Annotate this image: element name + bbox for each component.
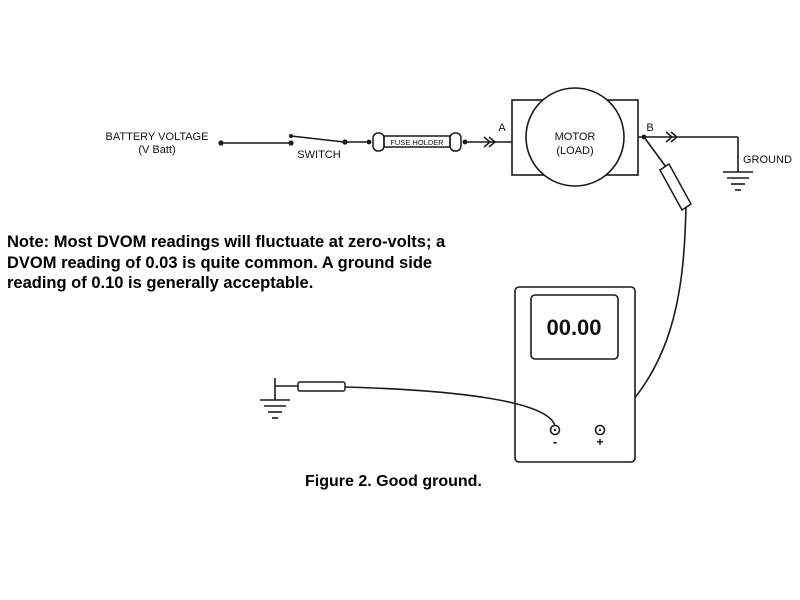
dvom-meter	[514, 286, 636, 463]
switch-symbol	[288, 134, 348, 146]
motor-symbol	[511, 87, 639, 187]
battery-voltage-label: BATTERY VOLTAGE	[106, 131, 209, 143]
negative-terminal-label: -	[553, 434, 557, 449]
meter-display-reading: 00.00	[546, 315, 601, 340]
positive-terminal-label: +	[596, 435, 603, 449]
battery-voltage-sublabel: (V Batt)	[138, 144, 175, 156]
motor-label: MOTOR	[555, 131, 596, 143]
positive-terminal	[594, 424, 606, 436]
negative-test-lead	[344, 386, 556, 427]
point-b-label: B	[646, 122, 653, 134]
ground-label: GROUND	[743, 154, 792, 166]
fuse-holder-label: FUSE HOLDER	[390, 138, 444, 147]
ground-symbol-circuit	[723, 171, 753, 191]
connector-b-chevrons	[665, 131, 679, 143]
dvom-note: Note: Most DVOM readings will fluctuate …	[7, 233, 446, 292]
fuse-left-terminal	[366, 139, 372, 145]
fuse-holder	[372, 132, 462, 152]
motor-load-label: (LOAD)	[556, 145, 593, 157]
switch-label: SWITCH	[297, 149, 340, 161]
ground-symbol-meter	[260, 399, 290, 419]
point-a-label: A	[498, 122, 506, 134]
positive-probe	[643, 136, 692, 212]
figure-caption: Figure 2. Good ground.	[305, 473, 482, 490]
negative-probe	[275, 381, 346, 392]
connector-a-chevrons	[483, 136, 497, 148]
